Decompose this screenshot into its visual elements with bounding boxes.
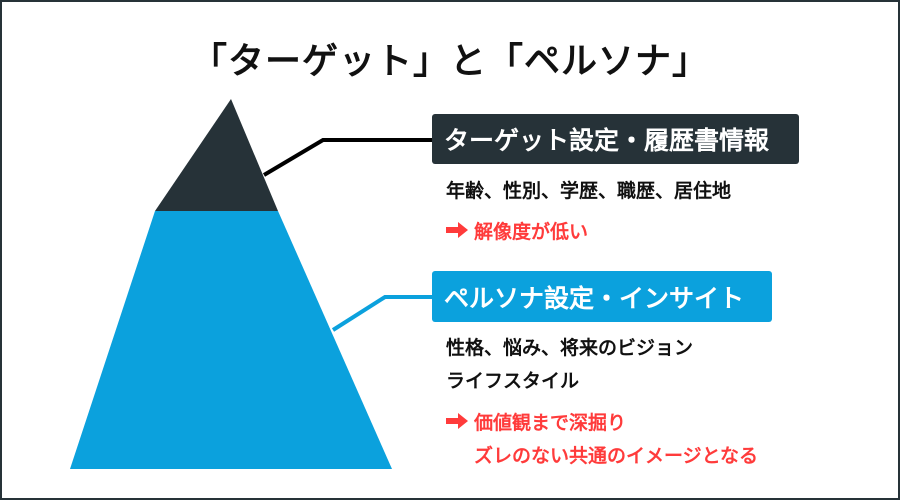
target-attributes: 年齢、性別、学歴、職歴、居住地 — [446, 180, 732, 202]
persona-note: 価値観まで深掘り ズレのない共通のイメージとなる — [446, 407, 758, 473]
persona-connector-line — [331, 295, 434, 332]
diagram-title: 「ターゲット」と「ペルソナ」 — [190, 41, 709, 82]
target-note-text: 解像度が低い — [474, 221, 589, 243]
persona-note-line2: ズレのない共通のイメージとなる — [474, 445, 759, 467]
right-arrow-icon — [446, 222, 468, 238]
persona-attributes-line1: 性格、悩み、将来のビジョン — [446, 337, 694, 359]
persona-label-box: ペルソナ設定・インサイト — [432, 271, 772, 322]
pyramid-persona-layer — [70, 211, 392, 469]
persona-attributes: 性格、悩み、将来のビジョン ライフスタイル — [446, 332, 693, 398]
target-connector-line — [262, 138, 434, 177]
pyramid-target-layer — [155, 99, 278, 211]
target-label-box: ターゲット設定・履歴書情報 — [432, 114, 799, 164]
right-arrow-icon — [446, 413, 468, 429]
target-label: ターゲット設定・履歴書情報 — [444, 126, 770, 155]
target-note: 解像度が低い — [446, 216, 588, 249]
persona-label: ペルソナ設定・インサイト — [444, 283, 745, 313]
persona-attributes-line2: ライフスタイル — [446, 370, 580, 392]
persona-note-line1: 価値観まで深掘り — [474, 412, 627, 434]
